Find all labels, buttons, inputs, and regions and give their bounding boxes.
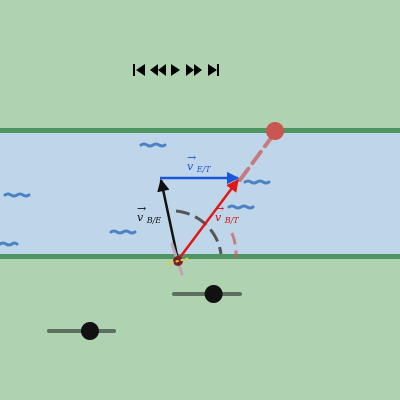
wave: [139, 142, 167, 148]
fast-forward-button[interactable]: [186, 64, 202, 76]
predicted-path: [230, 232, 238, 259]
wave: [243, 179, 271, 185]
predicted-path-line: [238, 132, 276, 182]
boat-ground-velocity-symbol: v: [215, 211, 222, 224]
fast-forward-icon: [186, 64, 202, 76]
skip-to-start-icon: [133, 64, 145, 76]
boat-water-velocity-arrow-accent: →: [137, 202, 146, 215]
playback-controls: [133, 64, 219, 76]
speed-slider-knob[interactable]: [204, 285, 223, 303]
boat-ground-velocity-subscript: B/T: [224, 216, 240, 225]
rewind-button[interactable]: [150, 64, 166, 76]
angle-slider[interactable]: [47, 322, 116, 340]
boat-water-velocity-subscript: B/E: [146, 216, 162, 225]
far-river-bank: [0, 128, 400, 133]
river-water: [0, 129, 400, 259]
target-marker[interactable]: [266, 122, 284, 140]
boat-water-velocity-label: v B/E: [137, 211, 161, 225]
wave: [227, 204, 255, 210]
angle-slider-knob[interactable]: [80, 322, 99, 340]
water-velocity-subscript: E/T: [196, 165, 212, 174]
wave: [0, 241, 19, 247]
rewind-icon: [150, 64, 166, 76]
skip-to-end-icon: [208, 64, 219, 76]
skip-to-end-button[interactable]: [208, 64, 219, 76]
water-velocity-arrow-accent: →: [187, 151, 196, 164]
water-velocity-symbol: v: [187, 160, 194, 173]
boat-ground-velocity-vector: [177, 179, 239, 261]
skip-to-start-button[interactable]: [133, 64, 145, 76]
speed-slider[interactable]: [172, 285, 242, 303]
boat-water-velocity-symbol: v: [137, 211, 144, 224]
boat-oar: [165, 257, 191, 265]
boat-ground-velocity-arrow-accent: →: [215, 202, 224, 215]
boat[interactable]: [165, 242, 191, 276]
play-button[interactable]: [171, 64, 180, 76]
water-waves: [0, 142, 271, 247]
boat-ground-velocity-label: v B/T: [215, 211, 239, 225]
wave: [109, 229, 137, 235]
water-velocity-label: v E/T: [187, 160, 211, 174]
wave: [3, 192, 31, 198]
boat-water-velocity-vector[interactable]: [157, 178, 180, 261]
play-icon: [171, 64, 180, 76]
near-river-bank: [0, 254, 400, 259]
